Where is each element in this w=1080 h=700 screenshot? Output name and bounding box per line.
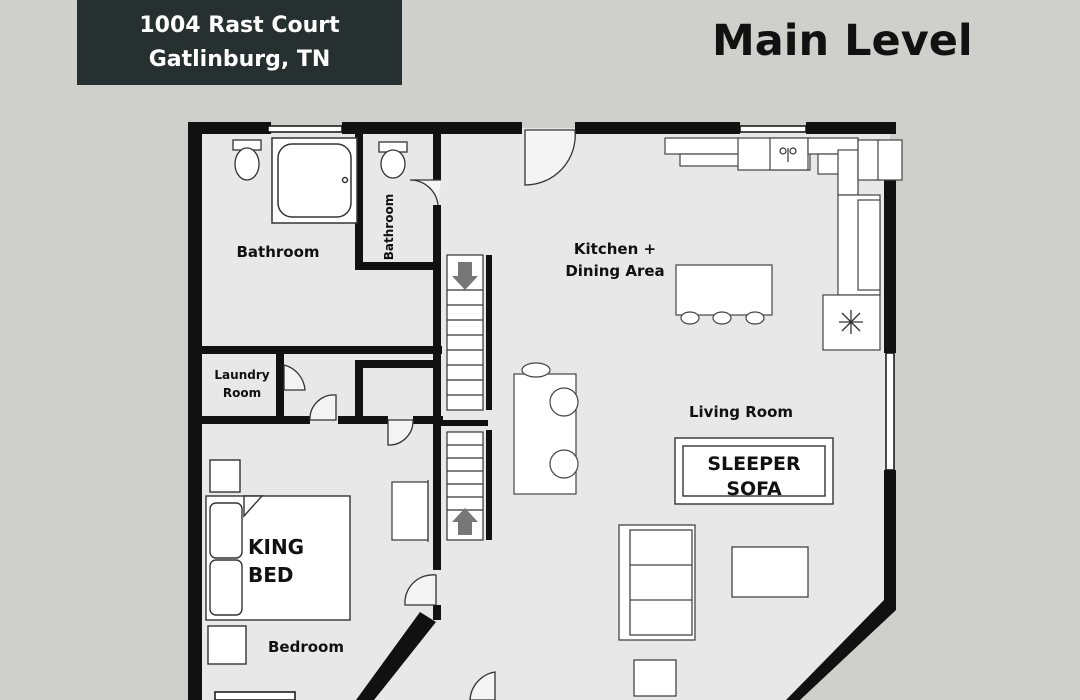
outer-walls: [188, 122, 896, 700]
kitchen-line-2: Dining Area: [565, 262, 665, 280]
address-line-1: 1004 Rast Court: [139, 12, 340, 38]
king-bed: [205, 459, 351, 665]
room-label-half-bathroom: Bathroom: [382, 193, 396, 261]
stairs-down-arrow-icon: [452, 262, 478, 290]
dining-table: [513, 362, 579, 495]
room-label-laundry: Laundry Room: [206, 366, 278, 402]
interior-walls: [202, 122, 492, 620]
ottoman: [633, 659, 677, 697]
king-bed-label: KING BED: [248, 533, 324, 589]
room-label-bedroom: Bedroom: [268, 638, 344, 656]
address-box: 1004 Rast Court Gatlinburg, TN: [77, 0, 402, 85]
laundry-line-2: Room: [222, 386, 262, 400]
coffee-table: [731, 546, 809, 598]
sleeper-sofa-label: SLEEPER SOFA: [684, 452, 824, 502]
level-title: Main Level: [712, 16, 973, 66]
door-swings: [283, 129, 576, 700]
toilet-icon: [232, 139, 262, 181]
kitchen-island: [675, 264, 773, 325]
king-bed-line-1: KING: [248, 535, 305, 559]
toilet-icon: [378, 141, 408, 179]
kitchen-line-1: Kitchen +: [573, 240, 657, 258]
room-label-living-room: Living Room: [688, 403, 794, 421]
windows: [214, 125, 895, 700]
bathtub-icon: [271, 137, 358, 224]
sofa: [618, 524, 696, 641]
room-label-kitchen: Kitchen + Dining Area: [550, 238, 680, 282]
address-line-2: Gatlinburg, TN: [148, 46, 331, 72]
snowflake-icon: [839, 310, 863, 334]
king-bed-line-2: BED: [248, 563, 294, 587]
bedroom-desk: [391, 480, 429, 542]
sleeper-sofa-line-1: SLEEPER: [707, 453, 801, 475]
sleeper-sofa-line-2: SOFA: [726, 478, 782, 500]
kitchen-counters: [664, 137, 903, 351]
laundry-line-1: Laundry: [214, 368, 270, 382]
room-label-bathroom: Bathroom: [236, 243, 320, 261]
sink-icon: [779, 147, 797, 162]
stairs-up-arrow-icon: [452, 508, 478, 535]
sleeper-sofa: [674, 437, 834, 505]
